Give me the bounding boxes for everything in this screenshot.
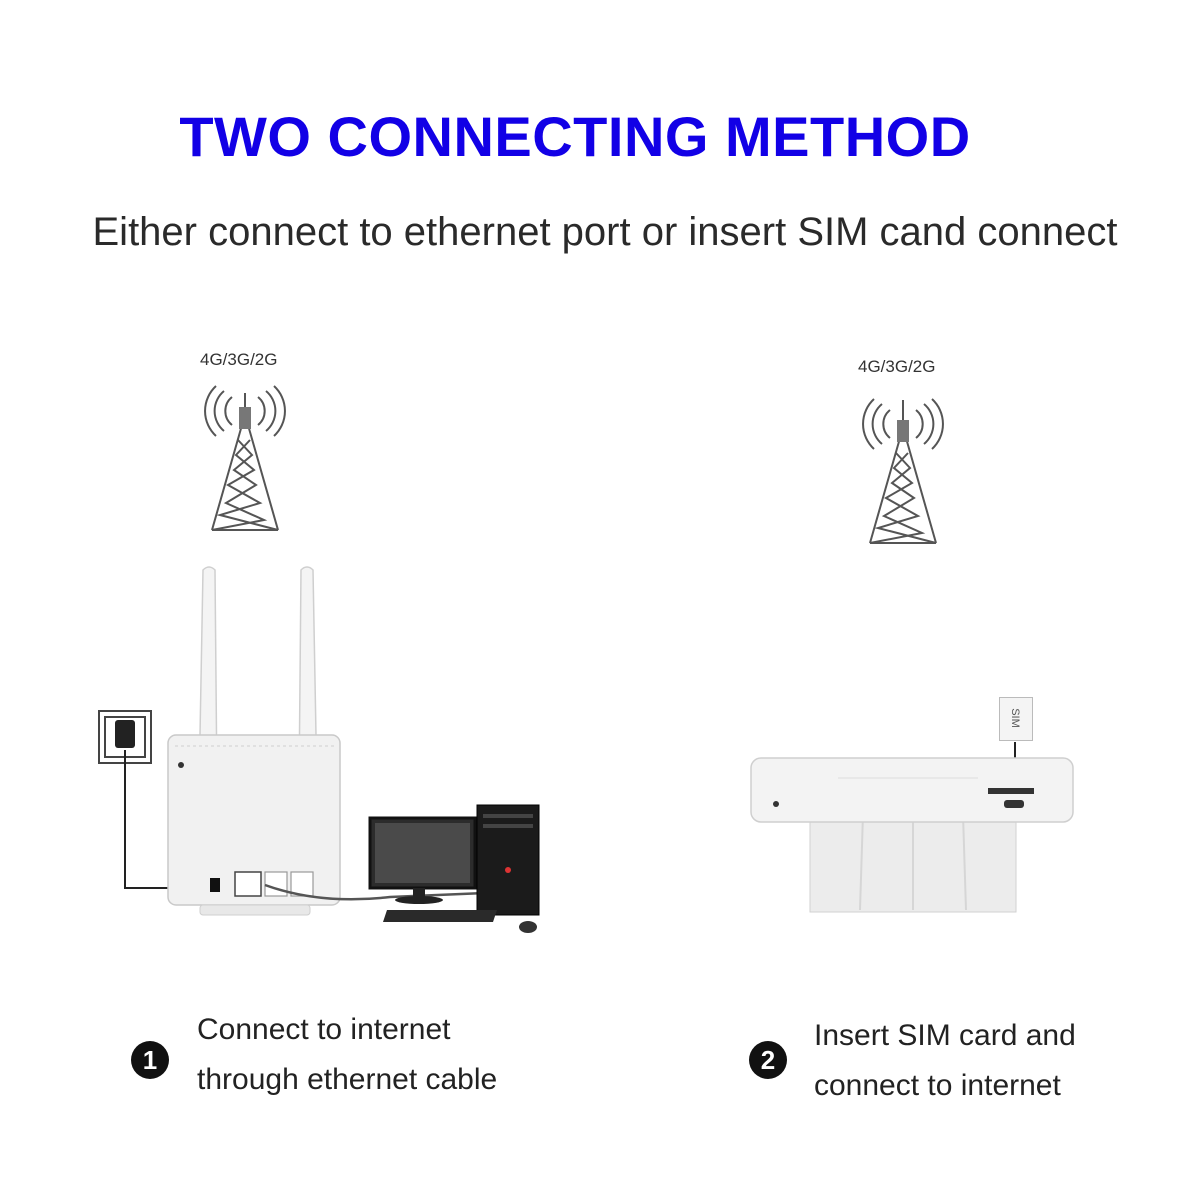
step-number-1: 1 <box>131 1041 169 1079</box>
sim-card-icon: SIM <box>999 697 1033 741</box>
step-2-line-2: connect to internet <box>814 1069 1061 1102</box>
ethernet-cable <box>264 883 486 901</box>
router-icon <box>750 757 1074 913</box>
step-2-line-1: Insert SIM card and <box>814 1019 1076 1052</box>
step-number-2: 2 <box>749 1041 787 1079</box>
tower-label-2: 4G/3G/2G <box>858 357 936 376</box>
cell-tower-icon <box>204 385 286 531</box>
page-subtitle: Either connect to ethernet port or inser… <box>92 210 1118 254</box>
step-1-line-1: Connect to internet <box>197 1013 451 1046</box>
computer-icon <box>368 804 540 933</box>
sim-label: SIM <box>1008 708 1021 728</box>
power-socket-icon <box>98 710 152 764</box>
tower-label-1: 4G/3G/2G <box>200 350 278 369</box>
step-1-line-2: through ethernet cable <box>197 1063 498 1096</box>
router-icon <box>167 566 341 916</box>
cell-tower-icon <box>862 398 944 544</box>
page-title: TWO CONNECTING METHOD <box>179 105 971 168</box>
